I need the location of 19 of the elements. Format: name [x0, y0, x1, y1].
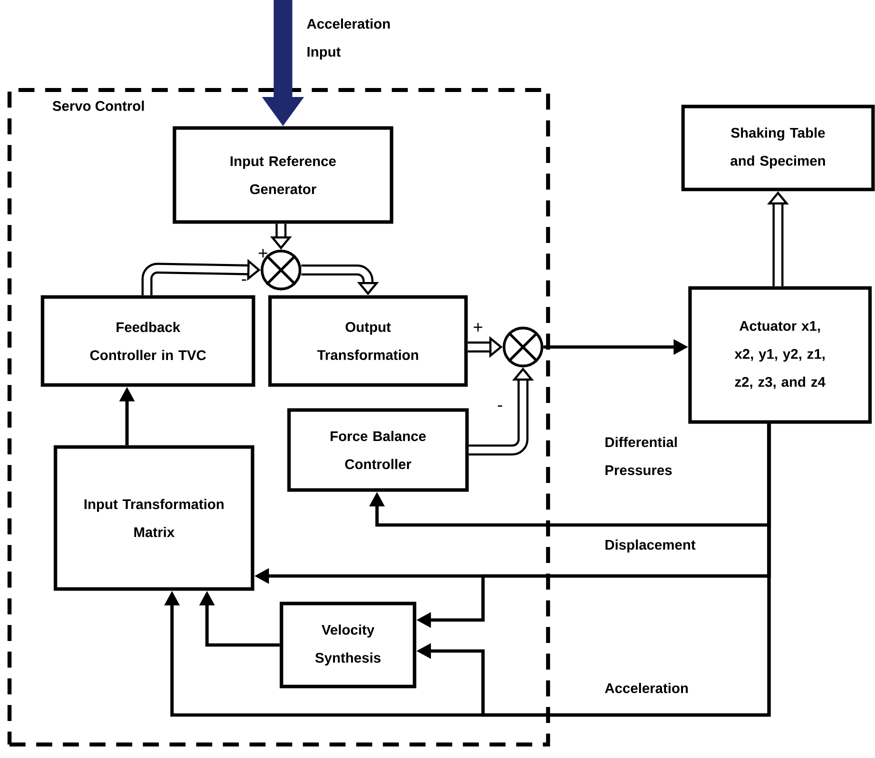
summing-junction [502, 326, 544, 368]
edge-label: Acceleration Input [306, 18, 390, 60]
edge-label: Differential Pressures [606, 436, 677, 476]
edge-label: + [258, 249, 268, 258]
process-box: Force Balance Controller [287, 408, 469, 492]
edge-label: - [242, 279, 246, 281]
process-box: Input Transformation Matrix [54, 445, 254, 591]
process-box: Input Reference Generator [172, 126, 394, 224]
edge-label: Displacement [606, 539, 696, 553]
process-box: Output Transformation [268, 295, 468, 387]
edge-label: Acceleration [604, 682, 688, 694]
process-box: Actuator x1, x2, y1, y2, z1, z2, z3, and z4 [688, 286, 872, 424]
edge-label: - [498, 405, 502, 407]
process-box: Shaking Table and Specimen [681, 104, 875, 192]
process-box: Feedback Controller in TVC [40, 295, 256, 387]
summing-junction [260, 250, 302, 290]
edge-label: + [474, 323, 482, 332]
process-box: Velocity Synthesis [280, 602, 416, 688]
frame-title: Servo Control [52, 100, 144, 111]
